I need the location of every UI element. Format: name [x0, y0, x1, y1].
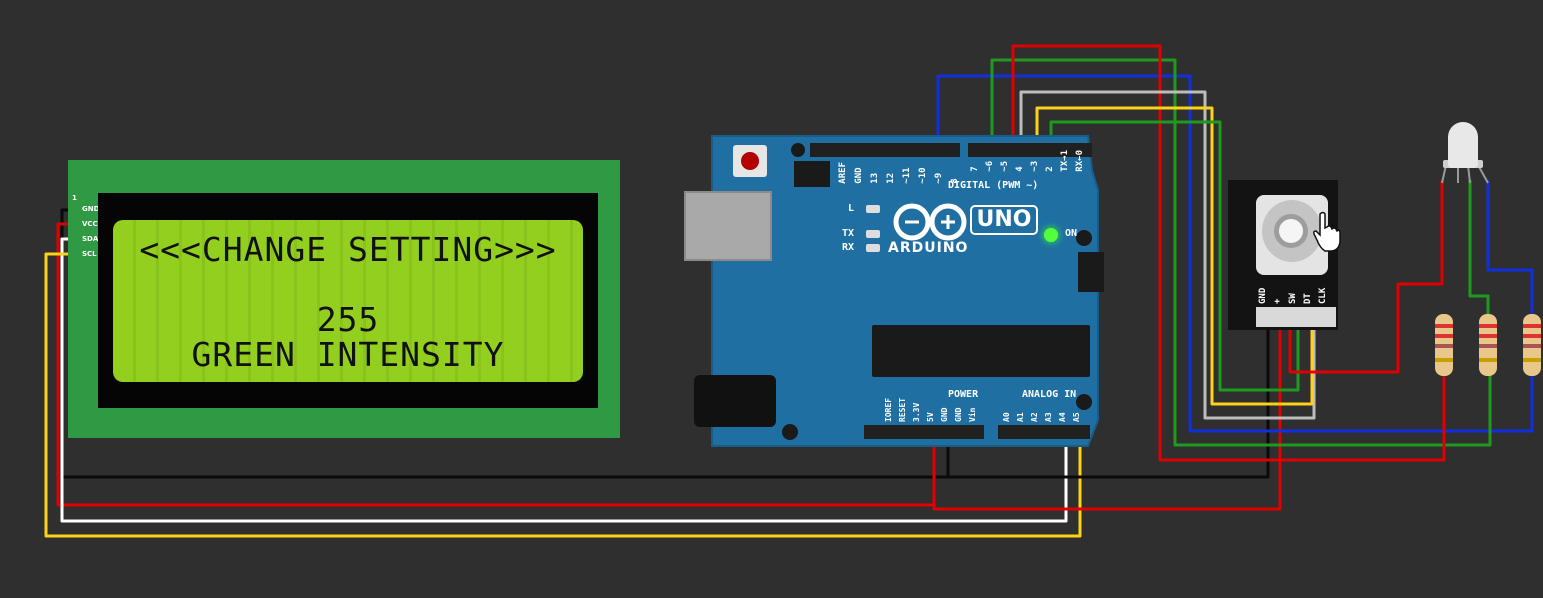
pin-label-aref: AREF [838, 162, 848, 184]
lcd-pin-gnd[interactable]: GND [82, 205, 100, 213]
analog-header[interactable] [998, 425, 1090, 439]
pin-label-3: ~3 [1030, 160, 1040, 172]
lcd-pin1-marker: 1 [72, 194, 77, 202]
wire-sda-white[interactable] [60, 237, 1068, 523]
resistor-green[interactable] [1479, 314, 1497, 376]
enc-pin-vcc: + [1273, 298, 1283, 304]
encoder-pin-labels: GND + SW DT CLK [1258, 280, 1330, 304]
pin-label-2: 2 [1045, 166, 1055, 172]
wire-d5-red[interactable] [1011, 44, 1446, 462]
led-label-l: L [848, 203, 855, 214]
wire-d2-green[interactable] [1049, 120, 1300, 392]
icsp-header [794, 161, 830, 187]
pin-label-9: ~9 [934, 172, 944, 184]
lcd-pin-scl[interactable]: SCL [82, 250, 97, 258]
wire-d9-blue[interactable] [936, 74, 1534, 433]
enc-pin-gnd: GND [1258, 287, 1268, 304]
hand-cursor-icon [1313, 211, 1341, 252]
reset-button-cap[interactable] [741, 152, 759, 170]
wire-led-red[interactable] [1288, 180, 1444, 374]
enc-pin-dt: DT [1303, 293, 1313, 304]
pin-label-a5: A5 [1072, 412, 1081, 422]
enc-pin-sw: SW [1288, 293, 1298, 304]
pin-label-3v3: 3.3V [912, 402, 921, 422]
pin-label-rx0: RX←0 [1075, 150, 1085, 172]
led-label-rx: RX [842, 242, 855, 253]
encoder-pin-header [1256, 307, 1336, 327]
pin-label-5v: 5V [926, 412, 935, 422]
pin-label-gnd2: GND [954, 407, 963, 422]
rx-led [866, 244, 880, 252]
pin-label-12: 12 [886, 172, 896, 184]
resistor-blue[interactable] [1523, 314, 1541, 376]
analog-label: ANALOG IN [1022, 389, 1077, 400]
pin-label-a1: A1 [1016, 412, 1025, 422]
lcd-line-3: 255 [316, 300, 380, 339]
arduino-brand: ARDUINO [888, 240, 969, 256]
pin-label-4: 4 [1015, 166, 1025, 172]
pin-label-a4: A4 [1058, 412, 1067, 422]
digital-label: DIGITAL (PWM ~) [948, 180, 1039, 191]
tx-led [866, 230, 880, 238]
pin-label-vin: Vin [968, 407, 977, 422]
l-led [866, 205, 880, 213]
top-pin-labels-right: 7 ~6 ~5 4 ~3 2 TX→1 RX←0 [970, 150, 1088, 172]
on-label: ON [1065, 228, 1078, 239]
pin-label-reset: RESET [898, 397, 907, 422]
wire-d4-gray[interactable] [1019, 90, 1316, 420]
power-header[interactable] [864, 425, 984, 439]
power-on-led [1044, 228, 1058, 242]
wire-led-green[interactable] [1468, 180, 1490, 315]
power-jack [694, 375, 776, 427]
power-pin-labels: IOREF RESET 3.3V 5V GND GND Vin [884, 386, 981, 422]
pin-label-a0: A0 [1002, 412, 1011, 422]
pin-label-7: 7 [970, 166, 980, 172]
digital-header-left[interactable] [810, 143, 960, 157]
wire-d6-green[interactable] [990, 58, 1492, 447]
pin-label-10: ~10 [918, 167, 928, 184]
resistor-red[interactable] [1435, 314, 1453, 376]
power-label: POWER [948, 389, 979, 400]
pin-label-gnd: GND [854, 167, 864, 184]
rgb-led[interactable] [1448, 122, 1478, 168]
wire-scl-yellow[interactable] [44, 252, 1082, 538]
usb-connector [684, 191, 772, 261]
pin-label-gnd1: GND [940, 407, 949, 422]
lcd-line-4: GREEN INTENSITY [191, 335, 505, 374]
pin-label-tx1: TX→1 [1060, 150, 1070, 172]
icsp-header-2 [1078, 252, 1104, 292]
lcd-line-1: <<<CHANGE SETTING>>> [139, 230, 557, 269]
pin-label-11: ~11 [902, 167, 912, 184]
pin-label-6: ~6 [985, 160, 995, 172]
enc-pin-clk: CLK [1318, 287, 1328, 304]
uno-badge: UNO [970, 205, 1038, 235]
led-legs [1441, 165, 1489, 184]
led-label-tx: TX [842, 228, 855, 239]
analog-pin-labels: A0 A1 A2 A3 A4 A5 [1002, 402, 1085, 422]
pin-label-13: 13 [870, 172, 880, 184]
wire-d3-yellow[interactable] [1035, 106, 1314, 406]
digital-header-right[interactable] [968, 143, 1092, 157]
lcd-screen: <<<CHANGE SETTING>>> 255 GREEN INTENSITY [113, 220, 583, 382]
atmega-chip [872, 325, 1090, 377]
pin-label-a2: A2 [1030, 412, 1039, 422]
pin-label-a3: A3 [1044, 412, 1053, 422]
lcd-pin-vcc[interactable]: VCC [82, 220, 98, 228]
pin-label-5: ~5 [1000, 160, 1010, 172]
lcd-pin-sda[interactable]: SDA [82, 235, 99, 243]
top-pin-labels: AREF GND 13 12 ~11 ~10 ~9 8 [838, 162, 964, 184]
encoder-shaft[interactable] [1274, 214, 1308, 248]
pin-label-ioref: IOREF [884, 397, 893, 422]
